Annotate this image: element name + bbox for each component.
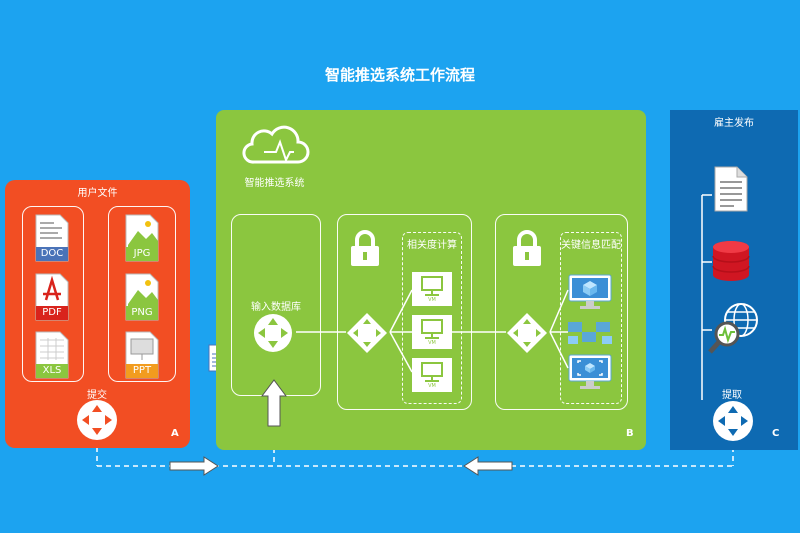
file-group-right: [108, 206, 176, 382]
pdf-file-label: PDF: [42, 307, 62, 318]
jpg-file-label: JPG: [133, 248, 151, 259]
match-label: 关键信息匹配: [561, 240, 621, 251]
png-file-label: PNG: [131, 307, 153, 318]
match-box: [495, 214, 628, 410]
xls-file-label: XLS: [42, 365, 62, 376]
input-db-label: 输入数据库: [251, 302, 301, 313]
doc-file-icon: [35, 214, 69, 262]
doc-file-label: DOC: [40, 248, 64, 259]
lock-icon-calc: [351, 230, 379, 266]
document-icon: [714, 166, 748, 212]
web-search-icon: [708, 303, 758, 354]
cubes-icon: [568, 322, 612, 344]
router-icon-submit[interactable]: [76, 399, 118, 441]
pdf-file-icon: [35, 273, 69, 321]
calc-box: [337, 214, 472, 410]
cloud-label: 智能推选系统: [244, 178, 305, 189]
xls-file-icon: [35, 331, 69, 379]
ppt-file-icon: [125, 331, 159, 379]
calc-dashed-box: [402, 232, 462, 404]
ppt-file-label: PPT: [132, 365, 152, 376]
panel-b-letter: B: [626, 428, 634, 439]
router-icon-extract[interactable]: [712, 400, 754, 442]
switch-icon-match[interactable]: [506, 312, 548, 354]
vm-label: VM: [428, 383, 436, 389]
match-dashed-box: [560, 232, 622, 404]
submit-label: 提交: [87, 390, 107, 401]
router-icon-db[interactable]: [253, 313, 293, 353]
panel-c-heading: 雇主发布: [714, 118, 754, 129]
switch-icon-calc[interactable]: [346, 312, 388, 354]
file-group-left: [22, 206, 84, 382]
monitor-cube-icon: [568, 274, 612, 309]
panel-c-letter: C: [772, 428, 780, 439]
vm-icon: [412, 272, 452, 306]
extract-label: 提取: [722, 390, 742, 401]
png-file-icon: [125, 273, 159, 321]
arrow-right-icon: [169, 456, 219, 476]
lock-icon-match: [513, 230, 541, 266]
database-icon: [712, 241, 750, 281]
panel-a-letter: A: [171, 428, 179, 439]
panel-a-heading: 用户文件: [77, 188, 118, 199]
arrow-up-icon: [261, 379, 287, 427]
calc-label: 相关度计算: [407, 240, 457, 251]
cloud-icon: [242, 125, 310, 164]
arrow-left-icon: [463, 456, 513, 476]
diagram-title: 智能推选系统工作流程: [324, 66, 475, 84]
vm-icon: [412, 315, 452, 349]
vm-icon: [412, 358, 452, 392]
vm-label: VM: [428, 297, 436, 303]
monitor-focus-icon: [568, 354, 612, 389]
vm-label: VM: [428, 340, 436, 346]
jpg-file-icon: [125, 214, 159, 262]
